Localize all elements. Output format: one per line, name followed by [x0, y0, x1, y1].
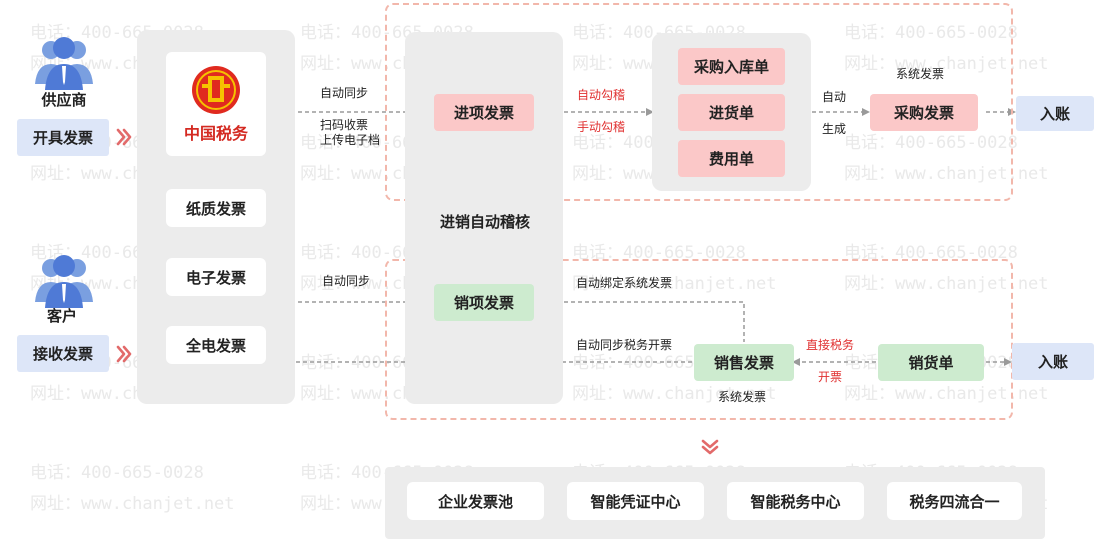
auto-bind-label: 自动绑定系统发票	[576, 276, 673, 290]
tax-logo-card: 中国税务	[166, 52, 266, 156]
delivery-note-box[interactable]: 销货单	[878, 344, 984, 381]
generate-label: 生成	[822, 122, 847, 136]
arrowhead	[1004, 358, 1012, 366]
smart-voucher-center[interactable]: 智能凭证中心	[567, 482, 704, 520]
account-bottom-box[interactable]: 入账	[1012, 343, 1094, 380]
auto-sync-top-label: 自动同步	[320, 86, 369, 100]
manual-check-label: 手动勾稽	[577, 120, 626, 134]
electronic-invoice-card[interactable]: 电子发票	[166, 258, 266, 296]
direct-tax-label: 直接税务	[806, 338, 855, 352]
paper-invoice-card[interactable]: 纸质发票	[166, 189, 266, 227]
chevron-right-icon	[116, 128, 132, 146]
full-electronic-invoice-card[interactable]: 全电发票	[166, 326, 266, 364]
customer-label: 客户	[46, 307, 77, 325]
customer-person-icon	[35, 255, 93, 308]
enterprise-invoice-pool[interactable]: 企业发票池	[407, 482, 544, 520]
purchase-flow-region	[385, 3, 1013, 201]
arrowhead	[862, 108, 870, 116]
tax-logo-text: 中国税务	[183, 124, 248, 143]
chevron-down-icon	[701, 439, 719, 455]
input-invoice-box[interactable]: 进项发票	[434, 94, 534, 131]
supplier-label: 供应商	[41, 91, 87, 109]
smart-tax-center[interactable]: 智能税务中心	[727, 482, 864, 520]
line-output-to-sales	[536, 301, 745, 342]
purchase-receipt-doc[interactable]: 采购入库单	[678, 48, 785, 85]
account-top-box[interactable]: 入账	[1016, 96, 1094, 131]
auto-sync-bottom-label: 自动同步	[322, 274, 371, 288]
purchase-invoice-box[interactable]: 采购发票	[870, 94, 978, 131]
output-invoice-box[interactable]: 销项发票	[434, 284, 534, 321]
supplier-person-icon	[35, 37, 93, 90]
upload-electronic-label: 上传电子档	[320, 133, 381, 147]
auto-check-label: 自动勾稽	[577, 88, 626, 102]
system-invoice-bottom-label: 系统发票	[718, 390, 767, 404]
goods-receipt-doc[interactable]: 进货单	[678, 94, 785, 131]
arrowhead	[646, 108, 654, 116]
scan-receive-label: 扫码收票	[320, 118, 369, 132]
auto-label: 自动	[822, 90, 847, 104]
issue-label: 开票	[818, 370, 843, 384]
sales-flow-region	[385, 259, 1013, 420]
tax-four-flows-unity[interactable]: 税务四流合一	[887, 482, 1022, 520]
sales-invoice-box[interactable]: 销售发票	[694, 344, 794, 381]
receive-invoice-button[interactable]: 接收发票	[17, 335, 109, 372]
audit-label: 进销自动稽核	[439, 213, 530, 231]
system-invoice-top-label: 系统发票	[896, 67, 945, 81]
tax-emblem-icon	[192, 66, 240, 114]
chevron-right-icon	[116, 345, 132, 363]
auto-sync-tax-label: 自动同步税务开票	[576, 338, 673, 352]
expense-doc[interactable]: 费用单	[678, 140, 785, 177]
arrowhead	[792, 358, 800, 366]
issue-invoice-button[interactable]: 开具发票	[17, 119, 109, 156]
